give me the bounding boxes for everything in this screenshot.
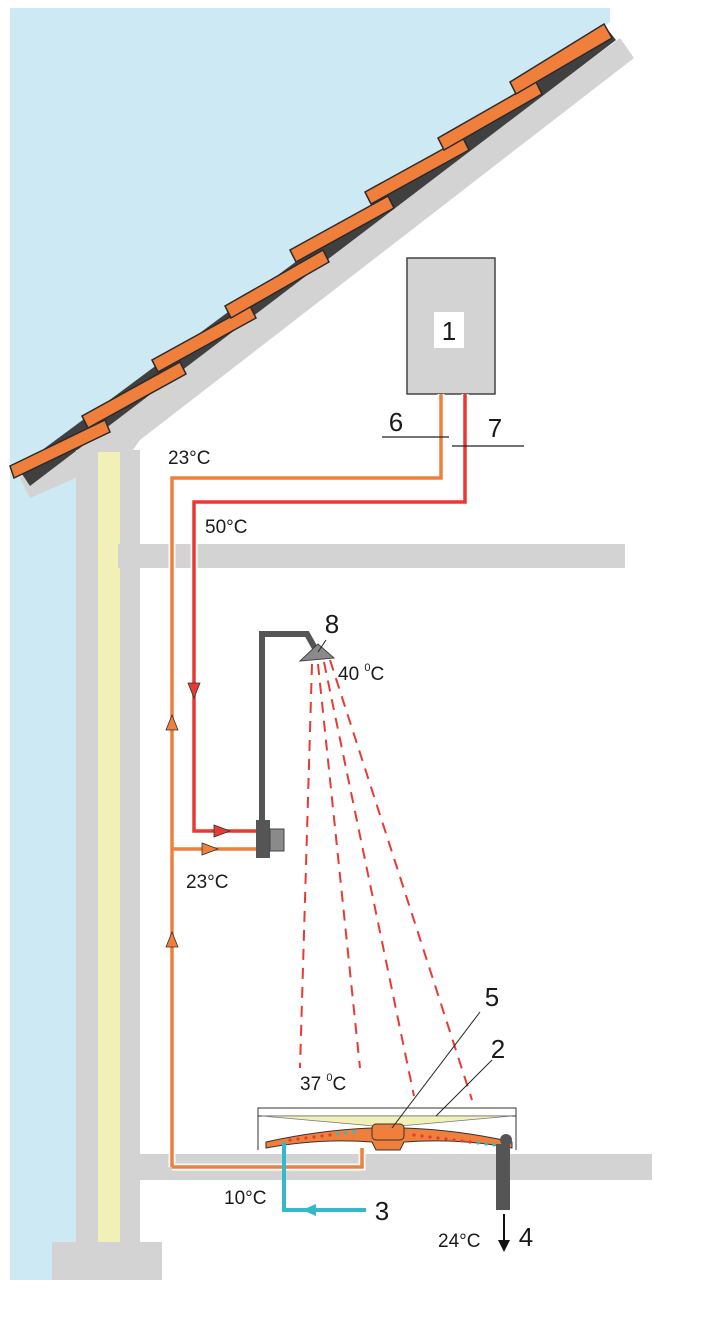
wall-insulation: [98, 452, 120, 1242]
flow-arrows: [165, 682, 232, 948]
label-7: 7: [488, 413, 502, 443]
temp-shower-head-degree: 0: [364, 662, 370, 674]
temp-hot-supply: 50°C: [205, 517, 247, 538]
mixer-valve: [256, 820, 270, 858]
roof-tiles: [9, 22, 614, 480]
mixer-valve-knob: [269, 828, 285, 852]
leader-8: [317, 639, 327, 653]
label-8: 8: [325, 609, 339, 639]
temp-cold-supply-top: 23°C: [168, 448, 210, 469]
water-heater-label-bg: [434, 312, 464, 348]
label-2: 2: [491, 1034, 505, 1064]
temp-shower-head-value: 40: [338, 664, 364, 685]
drain-pipe: [496, 1144, 510, 1210]
temp-mains-inlet: 10°C: [224, 1188, 266, 1209]
temp-tray: 37 0C: [300, 1072, 346, 1095]
preheated-water-pipe: [170, 394, 443, 1169]
temp-shower-head: 40 0C: [338, 662, 384, 685]
roof-slab: [20, 38, 634, 498]
leader-2: [435, 1059, 493, 1117]
temp-shower-head-unit: C: [371, 664, 385, 685]
temp-tray-unit: C: [333, 1074, 347, 1095]
shower-riser-pipe: [259, 631, 319, 822]
shower-tray-heat-exchanger: [257, 1107, 517, 1151]
shower-head: [298, 643, 336, 662]
cold-mains-pipe: [282, 1142, 366, 1212]
drain-arrow-head: [498, 1240, 510, 1252]
label-3: 3: [375, 1196, 389, 1226]
leader-5: [391, 1011, 481, 1129]
temp-tray-value: 37: [300, 1074, 326, 1095]
label-6: 6: [389, 407, 403, 437]
temp-mixer-cold: 23°C: [186, 872, 228, 893]
shower-spray: [299, 659, 473, 1101]
label-5: 5: [485, 982, 499, 1012]
temp-tray-degree: 0: [326, 1072, 332, 1084]
cold-flow-arrow: [302, 1204, 316, 1216]
wall-footing: [52, 1242, 162, 1280]
exterior-left-strip: [10, 470, 76, 1280]
label-1: 1: [442, 316, 456, 346]
upper-floor-slab: [118, 544, 625, 568]
label-4: 4: [519, 1222, 533, 1252]
temp-drain-outlet: 24°C: [438, 1231, 480, 1252]
